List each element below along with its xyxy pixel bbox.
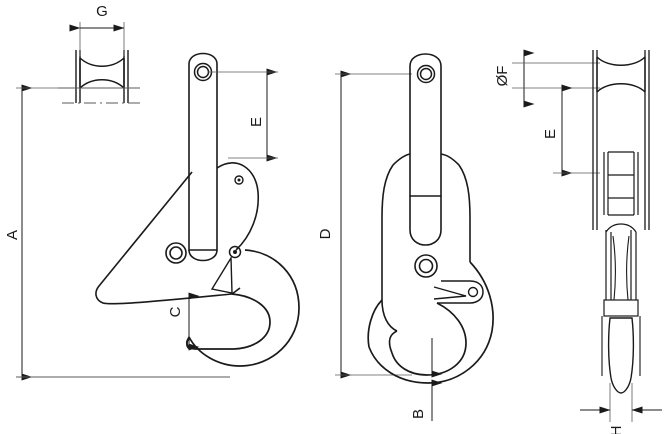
hook-body-left bbox=[95, 162, 260, 305]
dimension-G: G bbox=[69, 3, 125, 32]
shackle-arm-middle bbox=[409, 53, 442, 246]
dimension-label-D: D bbox=[317, 228, 334, 239]
sheave-block-edge bbox=[592, 50, 650, 422]
dimension-label-B: B bbox=[410, 409, 427, 419]
dimension-label-F: ØF bbox=[494, 66, 511, 87]
view-right-edge-sheave-block: ØF E bbox=[494, 49, 662, 434]
dimension-A: A bbox=[4, 84, 230, 381]
dimension-label-E: E bbox=[248, 117, 265, 127]
dimension-label-C: C bbox=[167, 306, 184, 317]
hook-body-middle bbox=[381, 153, 484, 332]
dimension-label-G: G bbox=[96, 3, 108, 20]
hook-left bbox=[186, 249, 300, 367]
view-middle-front-hook: D bbox=[317, 53, 494, 421]
dimension-label-H: H bbox=[608, 426, 625, 434]
dimension-D: D bbox=[317, 70, 412, 379]
dimension-E-right: E bbox=[542, 84, 600, 177]
dimension-label-E2: E bbox=[542, 129, 559, 139]
dimension-H: H bbox=[580, 406, 662, 434]
dimension-C: C bbox=[167, 292, 200, 351]
view-left-side-hook-with-sheave: G A E bbox=[4, 3, 300, 381]
dimension-label-A: A bbox=[4, 230, 21, 240]
dimension-E-left: E bbox=[208, 68, 278, 162]
sheave-detail-left bbox=[58, 22, 142, 104]
dimension-F: ØF bbox=[494, 49, 600, 108]
shackle-arm-left bbox=[188, 52, 218, 251]
dimension-B: B bbox=[410, 338, 443, 421]
hook-middle bbox=[367, 261, 494, 384]
